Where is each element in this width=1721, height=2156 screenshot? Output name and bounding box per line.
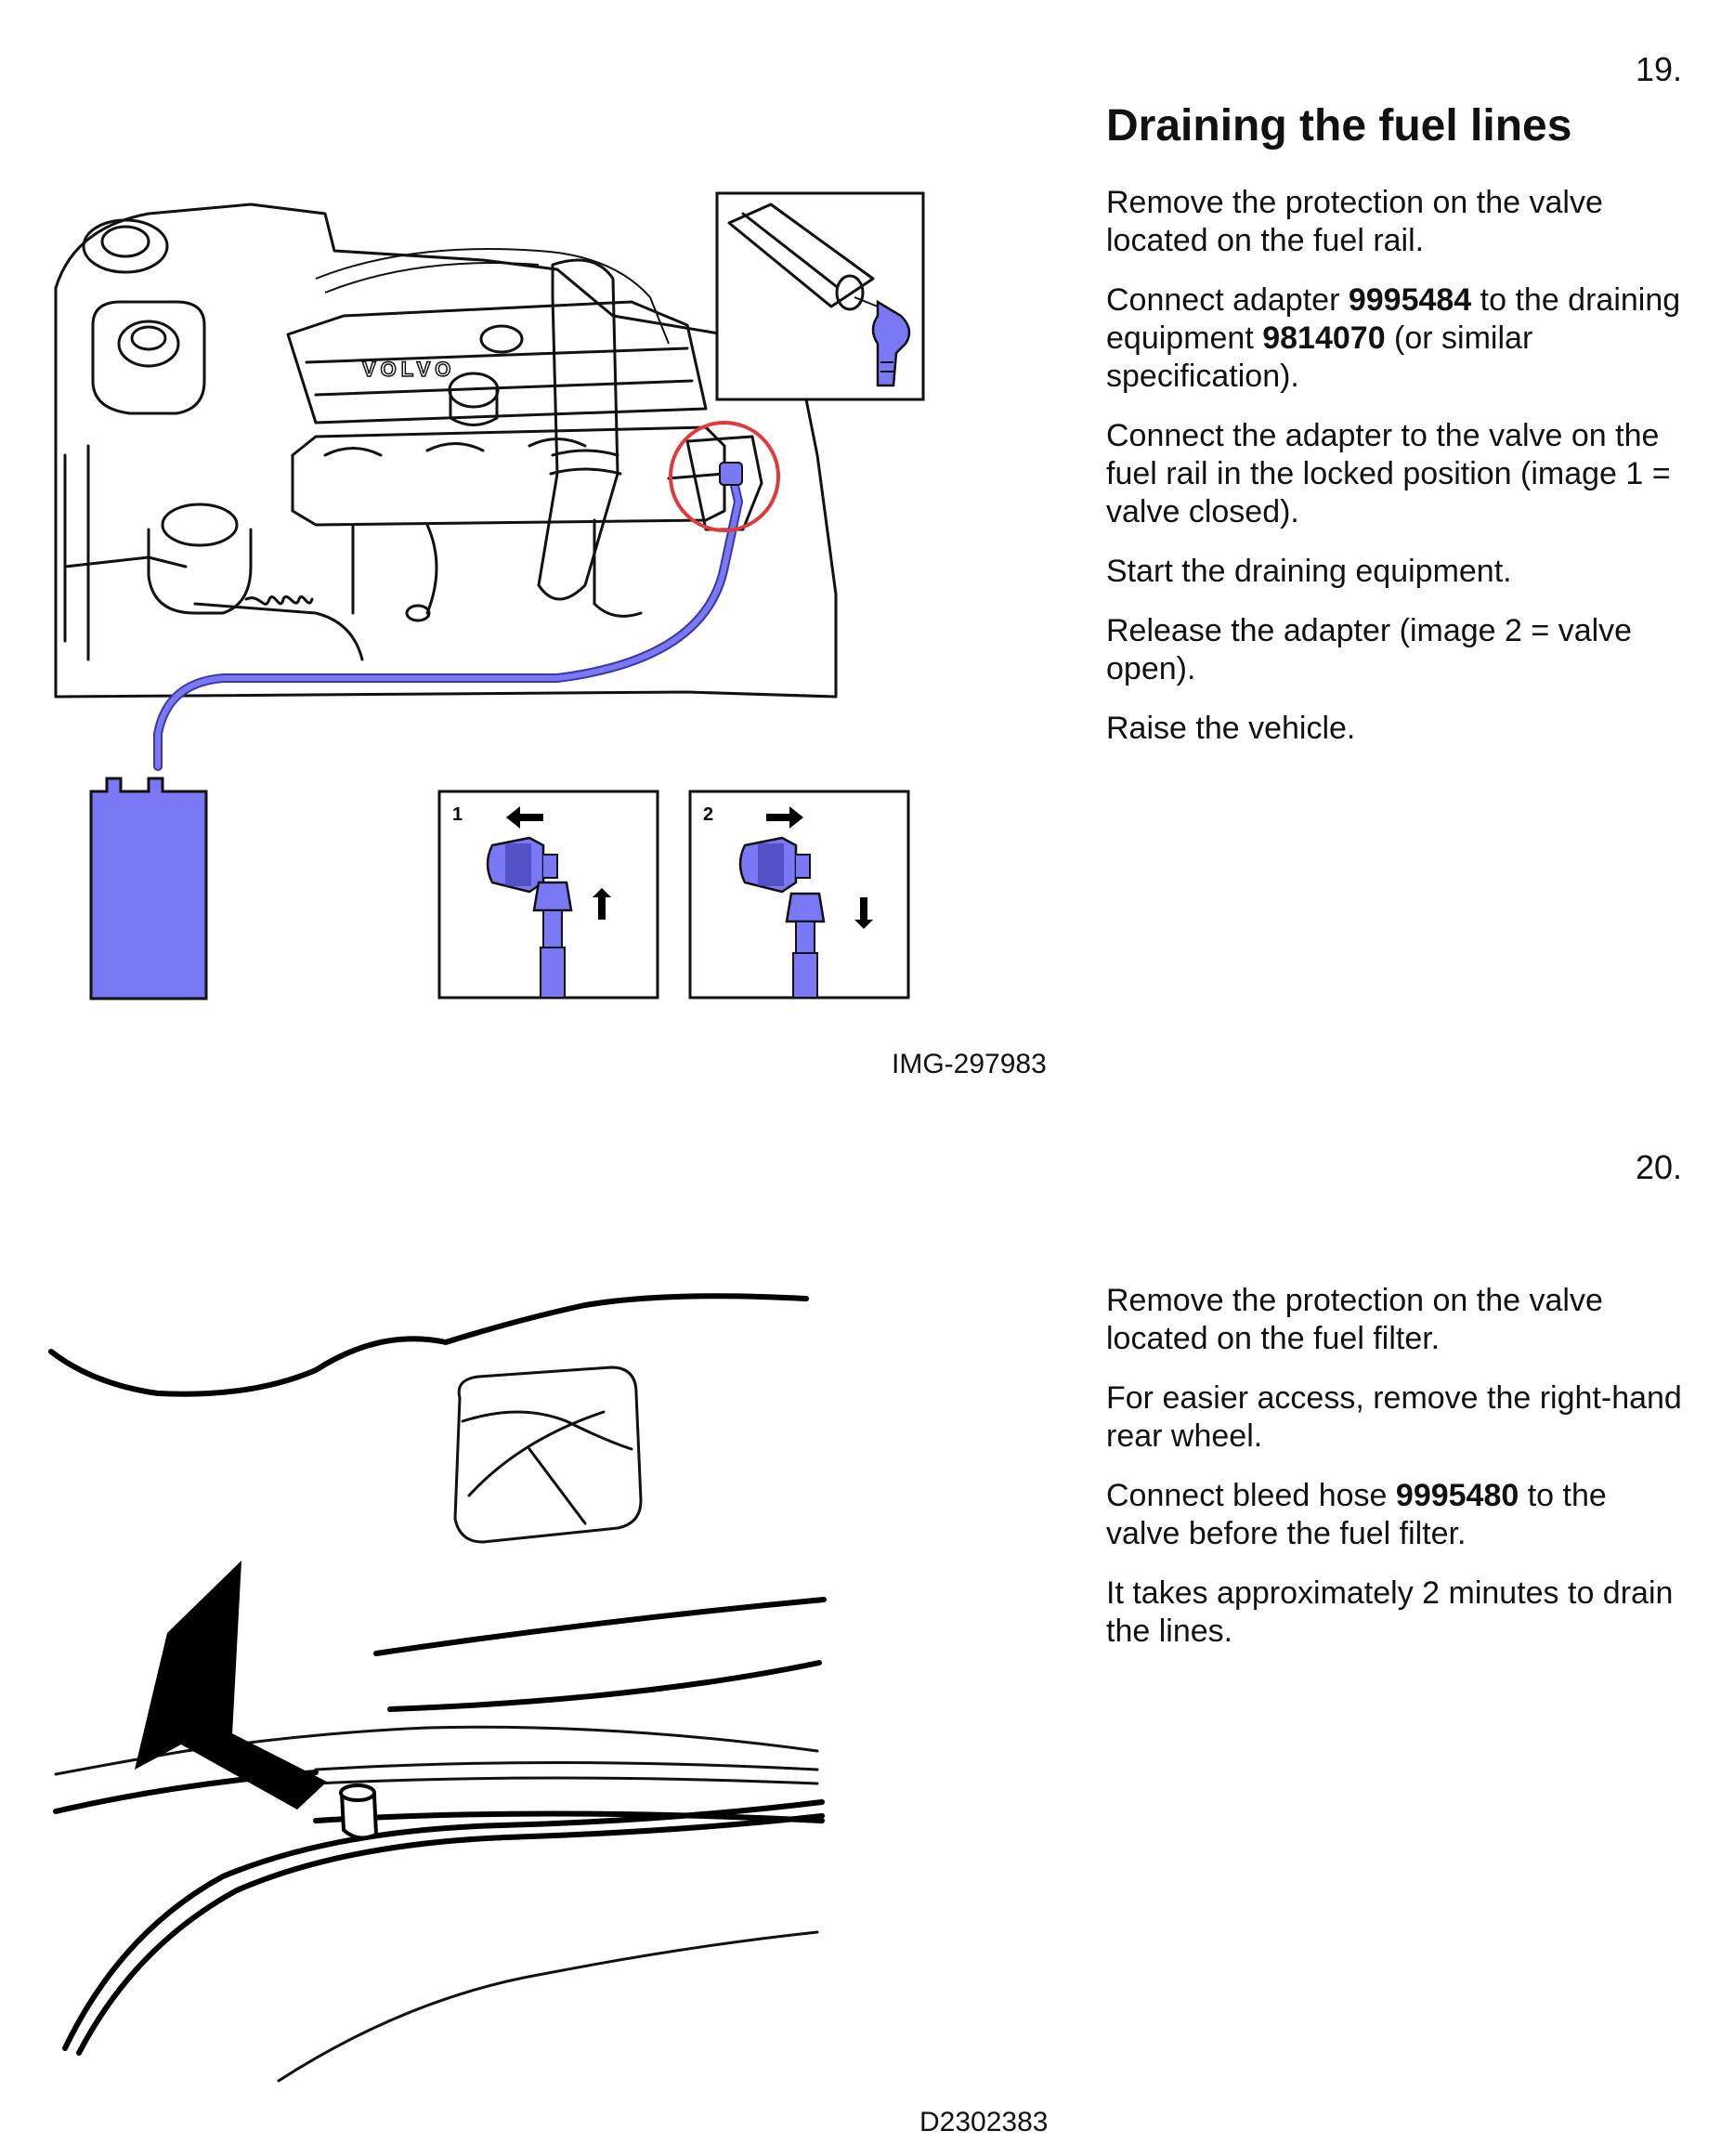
instruction-paragraph: Start the draining equipment. [1106, 553, 1682, 591]
instruction-paragraph: Raise the vehicle. [1106, 710, 1682, 748]
instruction-text: (or similar specification). [1106, 320, 1533, 394]
instruction-paragraph: Remove the protection on the valve locat… [1106, 1282, 1682, 1358]
part-number: 9995484 [1348, 282, 1472, 318]
instruction-paragraph: Connect adapter 9995484 to the draining … [1106, 281, 1682, 396]
instruction-paragraph: Connect the adapter to the valve on the … [1106, 417, 1682, 531]
figure-19-caption: IMG-297983 [892, 1049, 1047, 1079]
inset-1-label: 1 [452, 804, 463, 825]
step-19-instructions: Remove the protection on the valve locat… [1106, 184, 1682, 769]
instruction-text: It takes approximately 2 minutes to drai… [1106, 1575, 1674, 1649]
step-20-instructions: Remove the protection on the valve locat… [1106, 1282, 1682, 1672]
instruction-paragraph: Connect bleed hose 9995480 to the valve … [1106, 1477, 1682, 1553]
inset-2-label: 2 [703, 804, 713, 825]
engine-badge: VOLVO [362, 358, 455, 381]
part-number: 9814070 [1262, 320, 1386, 356]
pointer-arrow [135, 1561, 327, 1810]
instruction-text: to the valve before the fuel filter. [1106, 1478, 1607, 1551]
section-title: Draining the fuel lines [1106, 101, 1572, 150]
instruction-text: For easier access, remove the right-hand… [1106, 1380, 1682, 1454]
instruction-text: Connect bleed hose [1106, 1478, 1396, 1513]
adapter-closeup-inset [715, 191, 925, 401]
instruction-text: Remove the protection on the valve locat… [1106, 1283, 1603, 1356]
bleed-valve-nipple [339, 1784, 379, 1840]
instruction-text: Connect adapter [1106, 282, 1349, 318]
instruction-paragraph: It takes approximately 2 minutes to drai… [1106, 1575, 1682, 1651]
engine-fuel-drain-illustration: VOLVO 1 [54, 191, 925, 1000]
instruction-paragraph: For easier access, remove the right-hand… [1106, 1379, 1682, 1456]
instruction-paragraph: Remove the protection on the valve locat… [1106, 184, 1682, 260]
instruction-paragraph: Release the adapter (image 2 = valve ope… [1106, 612, 1682, 688]
valve-closed-inset: 1 [437, 790, 659, 1000]
part-number: 9995480 [1395, 1478, 1519, 1513]
valve-open-inset: 2 [688, 790, 910, 1000]
step-20-number: 20. [1635, 1148, 1682, 1186]
figure-20-caption: D2302383 [919, 2107, 1049, 2137]
instruction-text: Start the draining equipment. [1106, 554, 1512, 589]
fuel-drain-hose [153, 462, 744, 771]
instruction-text: to the draining equipment [1106, 282, 1681, 356]
valve-highlight-circle [669, 421, 780, 532]
instruction-text: Remove the protection on the valve locat… [1106, 185, 1603, 258]
drain-container [89, 777, 208, 1000]
instruction-text: Release the adapter (image 2 = valve ope… [1106, 613, 1633, 686]
step-19-number: 19. [1635, 50, 1682, 88]
instruction-text: Raise the vehicle. [1106, 711, 1356, 746]
fuel-filter-valve-illustration [48, 1293, 827, 2083]
instruction-text: Connect the adapter to the valve on the … [1106, 418, 1671, 529]
